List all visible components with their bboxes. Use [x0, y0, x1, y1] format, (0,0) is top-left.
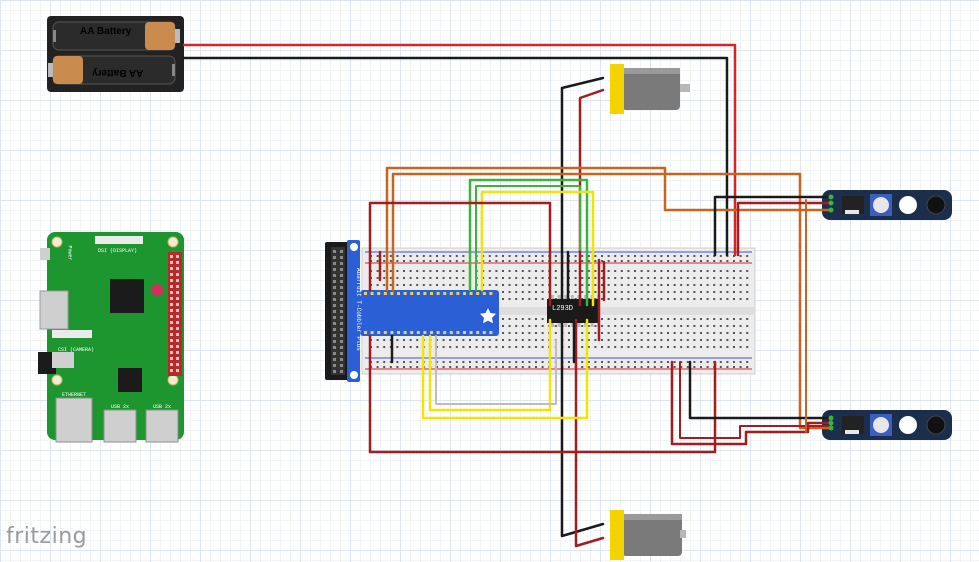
rpi-audio-jack-metal — [52, 352, 74, 368]
rpi-hdmi-port — [39, 290, 69, 330]
motor-top — [610, 64, 690, 114]
rpi-csi-connector — [52, 330, 92, 338]
rpi-power-port — [40, 248, 50, 260]
raspberry-logo-icon — [151, 284, 163, 296]
cobbler-board-left — [347, 240, 360, 382]
wire-motor-bottom-b[interactable] — [574, 318, 605, 548]
ir-sensor-bottom — [822, 410, 952, 440]
cobbler-title: Adafruit T-Cobbler Plus — [355, 268, 362, 351]
rpi-dsi-connector — [95, 236, 143, 244]
wires — [182, 43, 830, 548]
motor-bottom-body — [622, 514, 682, 556]
wire-dark-red-top[interactable] — [368, 201, 552, 307]
battery-bottom-label: AA Battery — [92, 67, 144, 78]
rpi-chip — [118, 368, 142, 392]
cobbler-board — [360, 290, 499, 336]
wire-sensor-bottom-ground[interactable] — [688, 360, 830, 420]
wire-yellow-control-1[interactable] — [480, 190, 595, 307]
ir-emitter-icon — [899, 196, 917, 214]
rpi-ethernet-label: ETHERNET — [62, 392, 87, 398]
motor-top-body — [622, 68, 680, 110]
battery-top-terminal — [175, 29, 180, 43]
raspberry-pi — [38, 232, 184, 443]
wire-yellow-control-3[interactable] — [428, 318, 552, 412]
l293d-label: L293D — [552, 305, 574, 313]
wire-sensor-top-ground[interactable] — [713, 195, 830, 257]
wire-green-control[interactable] — [468, 178, 589, 307]
l293d-body — [547, 299, 599, 323]
l293d-chip — [547, 295, 601, 327]
rpi-audio-jack — [38, 352, 56, 374]
ir-sensor-top — [822, 190, 952, 220]
wire-sensor-bottom-vcc[interactable] — [670, 360, 830, 446]
wire-yellow-control-2[interactable] — [421, 318, 589, 420]
ir-emitter-icon — [899, 416, 917, 434]
motor-top-endcap — [610, 64, 624, 114]
wire-gray-control[interactable] — [435, 335, 557, 405]
wire-sensor-bottom-signal[interactable] — [391, 172, 830, 430]
battery-pack — [47, 16, 184, 92]
rpi-usb-port — [103, 409, 137, 443]
cobbler-mount-hole — [350, 371, 358, 379]
wire-battery-negative[interactable] — [182, 56, 729, 257]
motor-bottom — [610, 510, 686, 560]
fritzing-brand: fritzing — [6, 524, 88, 549]
adafruit-star-logo — [480, 308, 496, 324]
wire-sensor-top-vcc[interactable] — [736, 201, 830, 257]
rpi-usb-label: USB 2x — [153, 404, 172, 410]
ir-receiver-icon — [926, 415, 946, 435]
ir-receiver-icon — [926, 195, 946, 215]
wire-battery-positive[interactable] — [182, 43, 737, 257]
battery-top-label: AA Battery — [80, 26, 132, 37]
cobbler-mount-hole — [350, 243, 358, 251]
wire-sensor-top-signal[interactable] — [385, 166, 830, 292]
battery-bottom-terminal — [48, 63, 53, 77]
rpi-display-label: DSI (DISPLAY) — [98, 248, 138, 254]
battery-bottom-copper-end — [53, 56, 83, 84]
motor-bottom-endcap — [610, 510, 624, 560]
rpi-usb-label: USB 2x — [111, 404, 130, 410]
rpi-soc — [110, 279, 144, 313]
rpi-camera-label: CSI (CAMERA) — [58, 347, 95, 353]
wire-dark-red-bottom[interactable] — [368, 334, 717, 454]
rpi-ethernet-port — [55, 397, 93, 443]
rpi-pcb — [47, 232, 184, 440]
rpi-usb-port — [145, 409, 179, 443]
wire-motor-bottom-a[interactable] — [560, 318, 605, 538]
wire-motor-top-a[interactable] — [560, 76, 605, 307]
rpi-power-label: Power — [66, 245, 73, 261]
t-cobbler — [325, 240, 499, 382]
battery-top-copper-end — [145, 22, 175, 50]
